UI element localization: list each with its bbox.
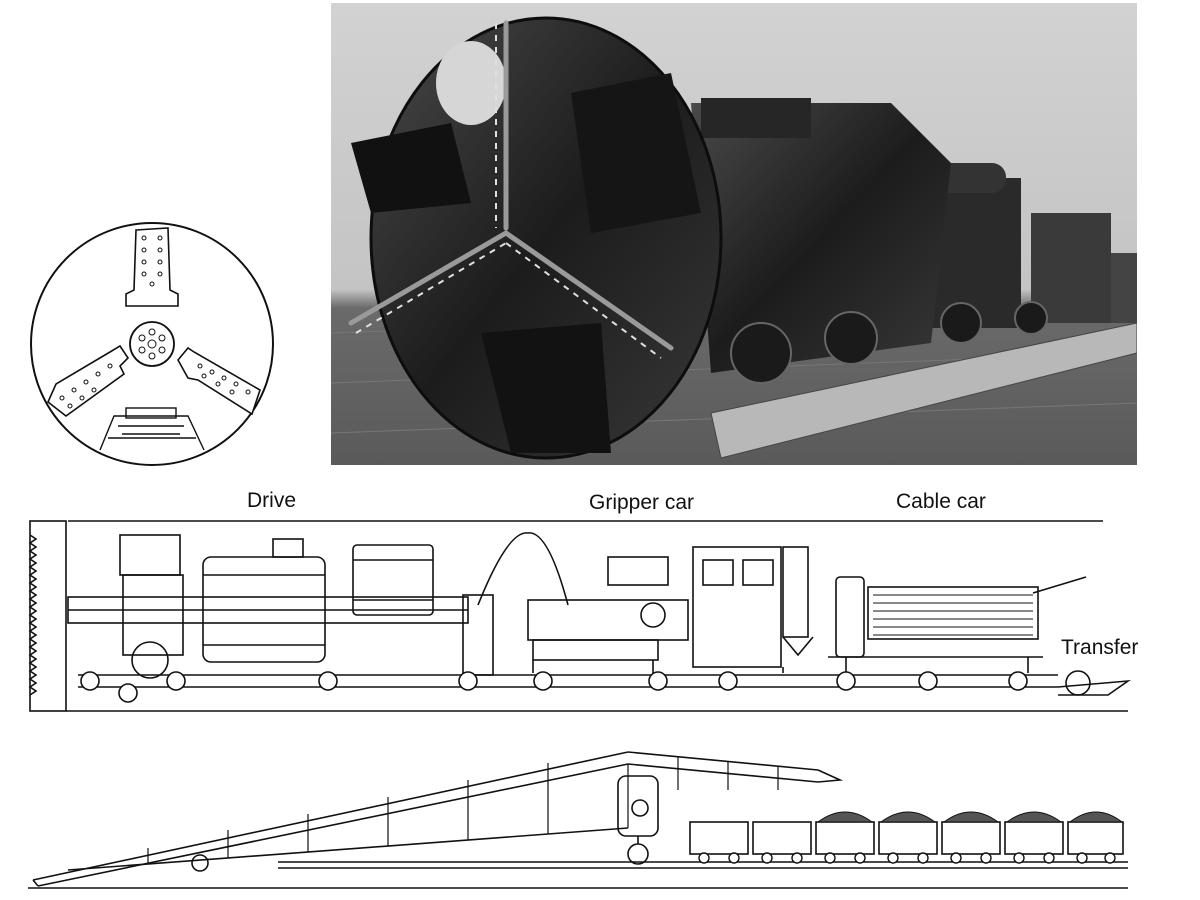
conveyor-and-muck-cars	[28, 740, 1138, 890]
label-transfer: Transfer	[1061, 636, 1139, 659]
machine-photo-svg	[331, 3, 1137, 465]
label-cable-car: Cable car	[896, 490, 986, 513]
tunnel-boring-machine-photo	[331, 3, 1137, 465]
cutterhead-front-view	[28, 220, 276, 468]
cutterhead-front-svg	[30, 222, 274, 466]
label-drive: Drive	[247, 489, 297, 512]
label-gripper-car: Gripper car	[589, 491, 695, 514]
side-elevation-svg	[28, 520, 1131, 712]
conveyor-svg	[28, 751, 1128, 889]
tbm-side-elevation	[28, 515, 1138, 720]
